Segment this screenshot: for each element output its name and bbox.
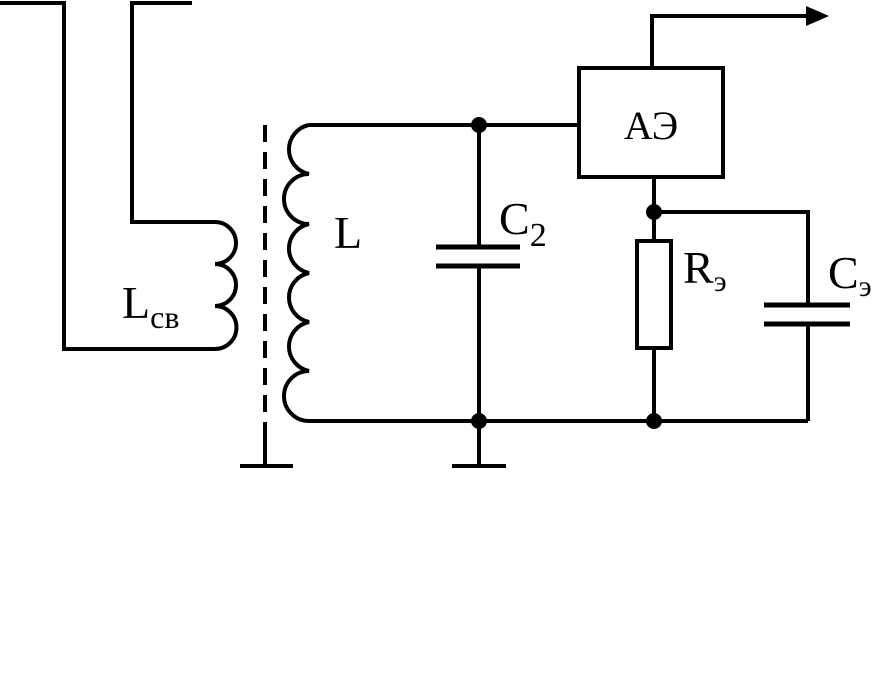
emitter-resistor-label: Rэ xyxy=(683,242,727,298)
active-element-box xyxy=(577,66,725,179)
tank-inductor xyxy=(282,123,310,423)
coupling-inductor-label: Lсв xyxy=(122,277,179,335)
junction-emitter xyxy=(646,204,662,220)
tank-capacitor-label-sub: 2 xyxy=(530,217,547,254)
emitter-capacitor-branch xyxy=(654,210,810,303)
coupling-right-lead xyxy=(130,1,215,224)
tank-inductor-label: L xyxy=(334,207,362,258)
coupling-left-lead xyxy=(0,1,215,351)
junction-top xyxy=(471,117,487,133)
output-arrow-icon xyxy=(806,6,829,26)
coupling-inductor-label-main: L xyxy=(122,277,150,328)
emitter-capacitor-label-sub: э xyxy=(859,270,872,303)
emitter-resistor xyxy=(635,239,673,350)
tank-capacitor-label-main: C xyxy=(499,193,530,244)
junction-ground xyxy=(471,413,487,429)
coupling-inductor xyxy=(214,220,239,351)
emitter-resistor-label-sub: э xyxy=(714,265,727,298)
emitter-capacitor-label: Cэ xyxy=(828,247,872,303)
junction-bottom-right xyxy=(646,413,662,429)
active-element-label: АЭ xyxy=(624,103,678,148)
emitter-capacitor-label-main: C xyxy=(828,247,859,298)
tank-capacitor-label: C2 xyxy=(499,193,547,254)
emitter-resistor-label-main: R xyxy=(683,242,714,293)
coupling-inductor-label-sub: св xyxy=(150,299,179,335)
output-line xyxy=(650,14,812,68)
